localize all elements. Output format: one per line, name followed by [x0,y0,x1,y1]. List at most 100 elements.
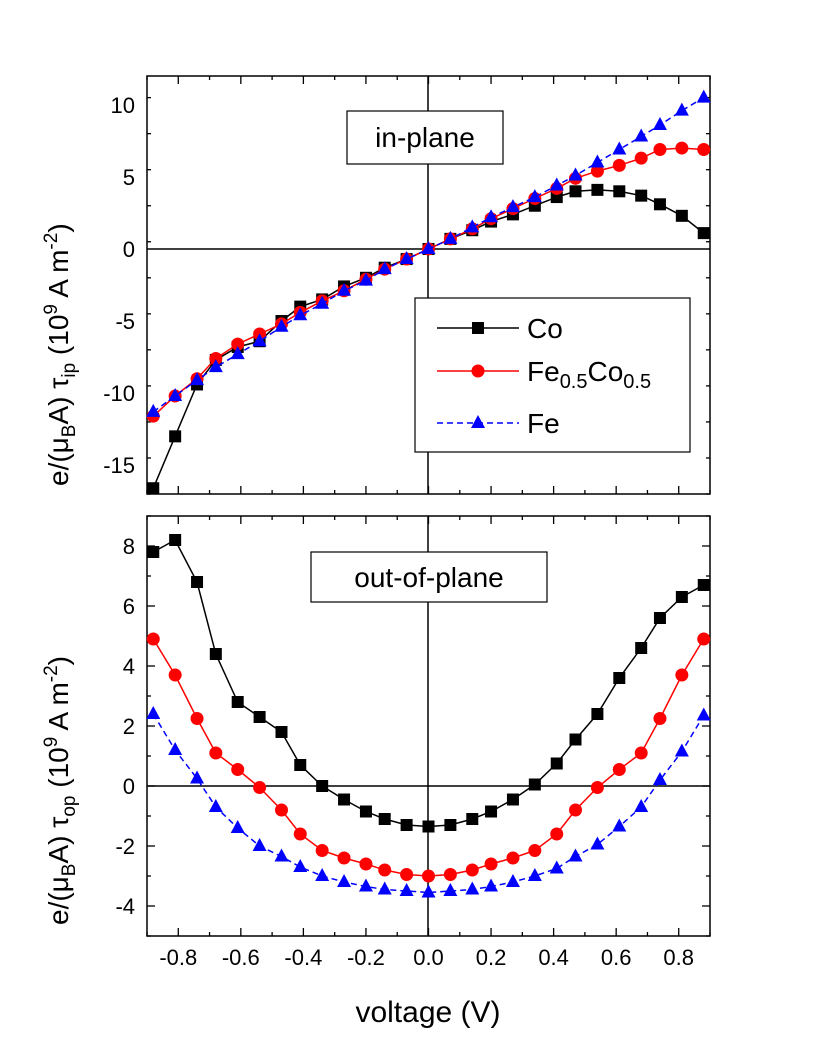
data-point [358,272,373,286]
data-point [315,844,329,857]
x-tick-label: -0.8 [159,945,197,970]
data-point [294,759,307,771]
legend: Co Fe0.5Co0.5 Fe [414,297,691,453]
data-point [527,189,542,203]
data-point [697,632,711,646]
legend-label-fe: Fe [527,408,560,439]
data-point [338,793,351,806]
data-point [293,859,308,872]
data-point [506,851,520,865]
y-tick-label: 8 [123,534,135,559]
legend-marker-co [472,322,484,334]
data-point [359,857,373,871]
y-tick-label: 10 [111,93,135,118]
legend-marker-feco [471,364,485,378]
data-point [443,868,457,881]
data-point [377,261,392,275]
data-point [653,712,667,725]
data-point [274,848,289,862]
y-tick-label: -4 [115,894,135,919]
data-point [168,668,182,682]
y-tick-label: 4 [123,654,135,679]
data-point [421,240,436,254]
data-point [569,185,582,198]
data-point [337,874,352,887]
series-fe [146,706,711,898]
data-point [399,251,414,265]
data-point [612,158,626,172]
data-point [168,387,183,401]
data-point [697,579,710,591]
data-point [358,878,373,892]
data-point [422,820,435,833]
data-point [612,763,626,776]
data-point [169,534,182,546]
series-fe0-5co0-5 [146,632,711,883]
data-point [505,874,520,887]
data-point [230,820,245,833]
data-point [634,799,649,812]
data-point [653,612,666,624]
data-point [634,746,648,760]
data-point [653,198,666,211]
data-point [484,857,498,871]
data-point [569,803,583,817]
data-point [568,167,583,181]
data-point [168,742,183,755]
data-point [465,219,480,233]
data-point [274,803,288,817]
y-tick-label: -5 [115,309,135,334]
series-co [147,534,710,833]
data-point [675,668,689,682]
data-point [613,672,626,684]
data-point [591,183,604,196]
x-tick-label: 0.4 [538,945,569,970]
bottom-y-axis-label: e/(μBA) τop (109 A m-2) [41,656,80,925]
data-point [484,878,499,892]
legend-marker-fe [471,415,485,428]
data-point [208,799,223,812]
data-point [190,770,205,784]
data-point [484,209,499,223]
data-point [146,403,161,417]
legend-label-feco: Fe0.5Co0.5 [527,356,651,393]
data-point [612,141,627,155]
series-line [152,713,705,894]
data-point [253,781,267,794]
x-tick-label: -0.4 [284,945,322,970]
data-point [399,883,414,896]
data-point [190,712,204,725]
x-tick-label: 0.2 [476,945,507,970]
data-point [528,844,542,857]
data-point [209,648,222,660]
legend-entry-co: Co [437,313,563,344]
data-point [465,881,480,895]
data-point [315,868,330,881]
data-point [147,482,160,495]
data-point [652,772,667,785]
data-point [146,632,160,646]
y-tick-label: 0 [123,774,135,799]
data-point [505,199,520,213]
data-point [674,743,689,757]
data-point [231,337,245,351]
data-point [337,851,351,865]
outofplane-annotation: out-of-plane [354,562,503,593]
data-point [190,372,205,386]
inplane-annotation: in-plane [375,122,475,153]
data-point [550,827,564,841]
data-point [191,576,204,588]
x-axis-label: voltage (V) [355,996,500,1029]
data-point [590,836,605,850]
data-point [675,209,688,222]
bottom-series [146,534,711,898]
x-tick-label: -0.6 [222,945,260,970]
data-point [590,781,604,794]
data-point [378,813,391,825]
y-tick-label: 2 [123,714,135,739]
data-point [444,819,457,831]
data-point [550,757,563,770]
